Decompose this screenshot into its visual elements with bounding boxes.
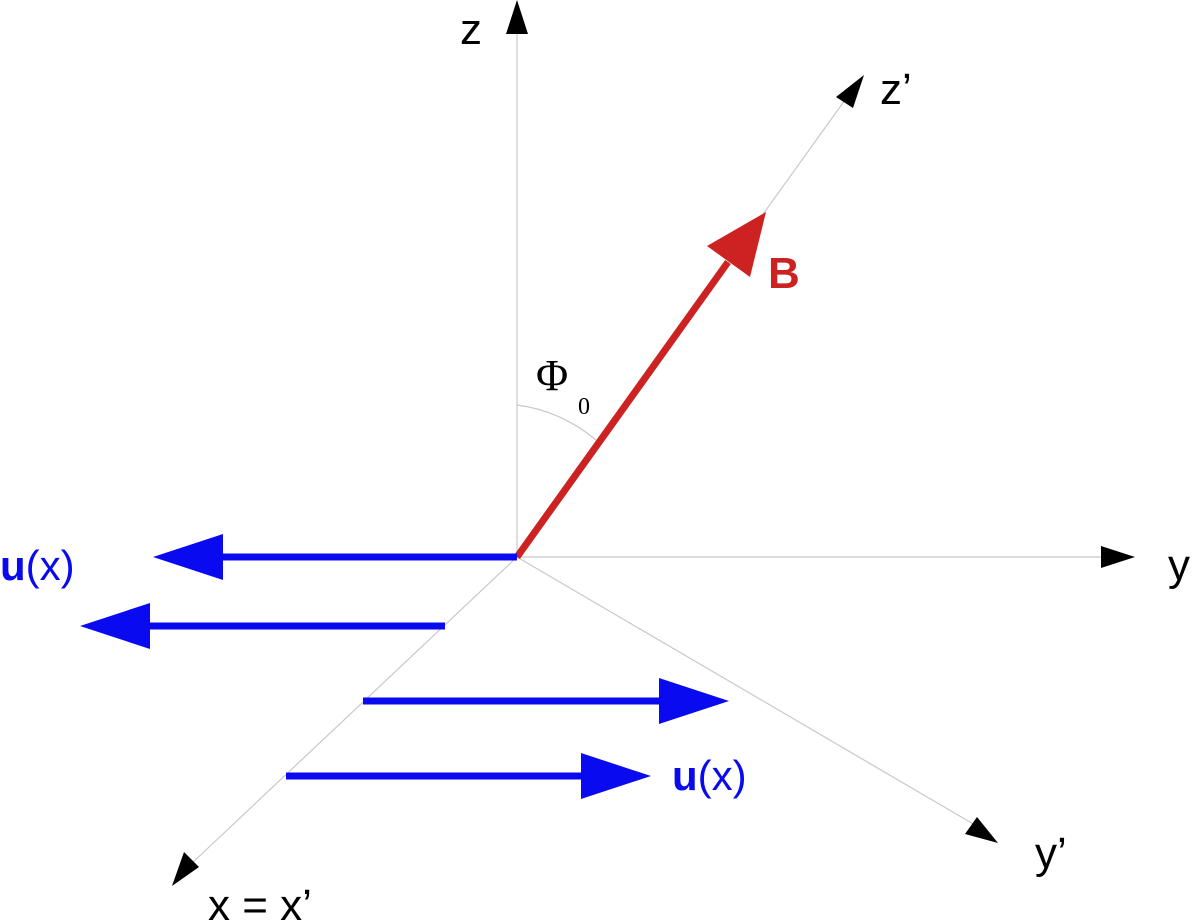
flow-arrow-2-head bbox=[80, 603, 150, 649]
y-prime-axis-arrowhead bbox=[965, 817, 998, 843]
y-prime-axis-line bbox=[516, 556, 976, 826]
z-axis-arrowhead bbox=[506, 0, 528, 34]
angle-symbol: Φ bbox=[536, 351, 568, 400]
flow-label-bottom: u(x) bbox=[672, 752, 747, 799]
flow-label-bottom-rest: (x) bbox=[698, 752, 747, 799]
flow-label-top-rest: (x) bbox=[26, 542, 75, 589]
y-axis-label: y bbox=[1168, 541, 1190, 590]
flow-arrow-1-head bbox=[153, 534, 223, 580]
x-axis-line bbox=[189, 556, 518, 866]
field-label: B bbox=[768, 249, 800, 298]
z-prime-axis-arrowhead bbox=[836, 75, 864, 108]
y-prime-axis-label: y’ bbox=[1035, 829, 1067, 878]
x-axis-label: x = x’ bbox=[208, 881, 312, 924]
y-axis-arrowhead bbox=[1101, 546, 1135, 568]
flow-label-bottom-bold: u bbox=[672, 752, 698, 799]
field-vector-arrowhead bbox=[707, 212, 766, 277]
flow-arrow-4-head bbox=[581, 753, 651, 799]
angle-arc bbox=[516, 404, 597, 441]
flow-label-top-bold: u bbox=[0, 542, 26, 589]
angle-subscript: 0 bbox=[578, 394, 590, 420]
flow-arrow-3-head bbox=[659, 678, 729, 724]
flow-label-top: u(x) bbox=[0, 542, 75, 589]
x-axis-arrowhead bbox=[172, 852, 199, 886]
field-vector-line bbox=[514, 259, 731, 560]
z-axis-label: z bbox=[460, 5, 482, 54]
z-prime-axis-label: z’ bbox=[880, 65, 912, 114]
